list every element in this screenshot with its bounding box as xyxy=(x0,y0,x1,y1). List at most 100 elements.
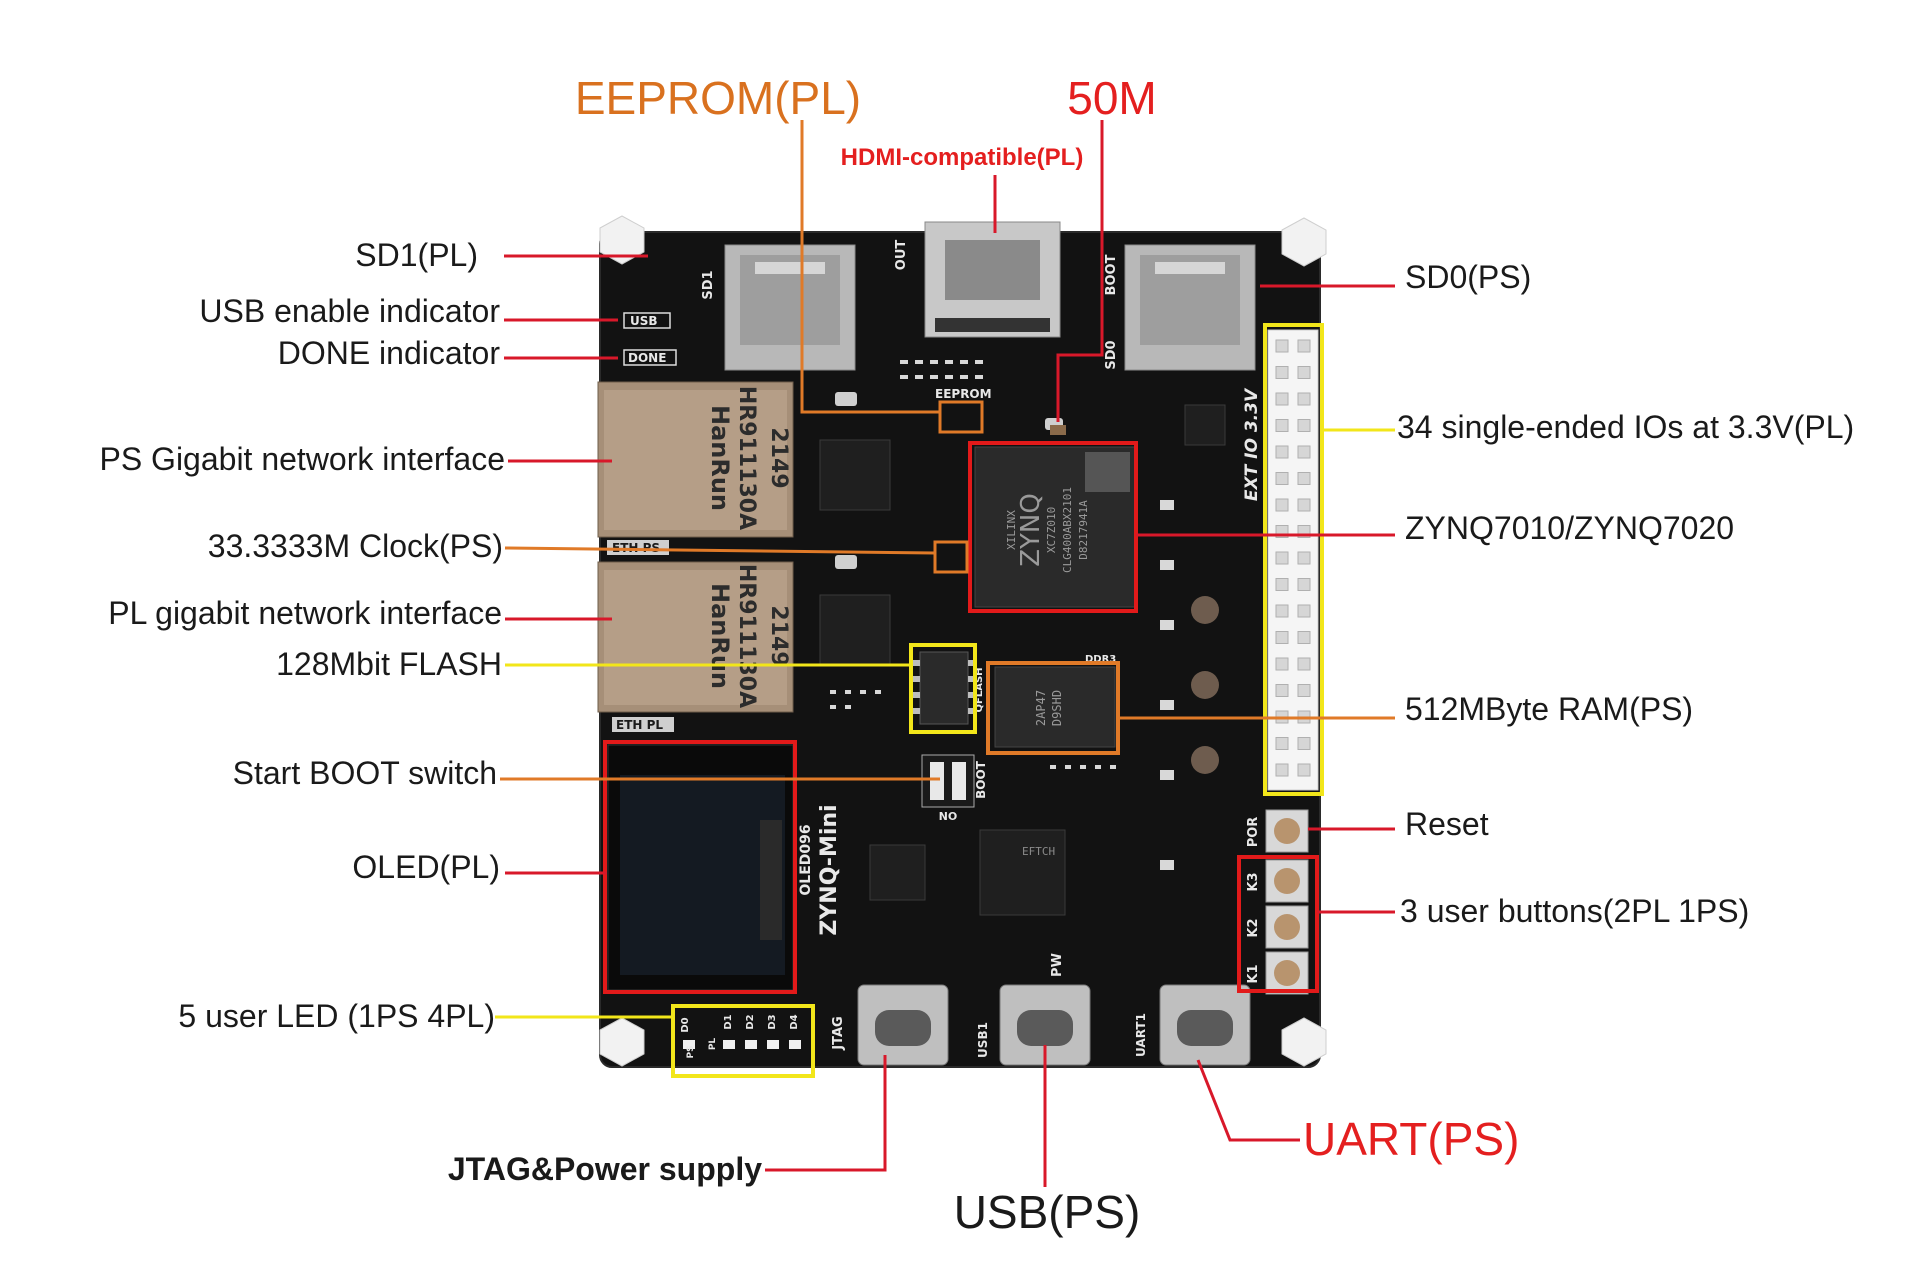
header-pin xyxy=(1297,737,1311,750)
silk-k1: K1 xyxy=(1246,964,1261,983)
usb-chip-text: EFTCH xyxy=(1022,845,1055,858)
silk-sd1: SD1 xyxy=(701,270,716,299)
sd0-slot xyxy=(1124,244,1256,371)
header-pin xyxy=(1297,657,1311,671)
header-pin xyxy=(1297,392,1311,406)
sd1-slot xyxy=(724,244,856,371)
ddr-line1: 2AP47 xyxy=(1034,690,1048,726)
header-pins xyxy=(1275,339,1311,777)
label-boot-switch: Start BOOT switch xyxy=(233,755,497,791)
header-pin xyxy=(1275,445,1289,459)
boot-switch xyxy=(921,754,975,808)
reset-button xyxy=(1265,809,1309,853)
zynq-line1: CLG400ABX2101 xyxy=(1061,487,1074,573)
silk-qflash: QFLASH xyxy=(974,667,985,712)
ext-io-highlight xyxy=(1263,323,1324,796)
silk-board-name: ZYNQ-Mini xyxy=(817,804,842,935)
user-buttons xyxy=(1265,859,1309,995)
oled-display xyxy=(607,744,794,991)
zynq-brand: XILINX xyxy=(1005,510,1018,550)
inductors xyxy=(1191,596,1219,774)
label-ps-eth: PS Gigabit network interface xyxy=(99,441,505,477)
silk-done: DONE xyxy=(628,351,666,365)
rj45-ps xyxy=(597,381,794,538)
header-pin xyxy=(1297,419,1311,432)
header-pin xyxy=(1275,604,1289,618)
header-pin xyxy=(1297,366,1311,379)
header-pin xyxy=(1275,419,1289,432)
label-reset: Reset xyxy=(1405,806,1489,842)
clock-highlight xyxy=(933,540,969,574)
silk-sd0: SD0 xyxy=(1104,340,1119,369)
hdmi-connector xyxy=(924,221,1061,338)
header-pin xyxy=(1297,763,1311,777)
label-oled: OLED(PL) xyxy=(352,849,500,885)
crystals xyxy=(835,392,1066,569)
usbc-uart-port xyxy=(1159,984,1251,1066)
callout-labels: EEPROM(PL) 50M HDMI-compatible(PL) SD1(P… xyxy=(99,72,1854,1238)
label-leds: 5 user LED (1PS 4PL) xyxy=(178,998,495,1034)
silk-oled096: OLED096 xyxy=(798,824,814,895)
header-pin xyxy=(1275,684,1289,697)
header-pin xyxy=(1275,339,1289,353)
rj45-pl-brand: HanRun xyxy=(706,583,734,689)
label-ram: 512MByte RAM(PS) xyxy=(1405,691,1693,727)
highlight-boxes xyxy=(603,323,1324,1078)
silk-ext-io: EXT IO 3.3V xyxy=(1242,387,1262,501)
silk-usb1: USB1 xyxy=(976,1022,990,1058)
label-pl-eth: PL gigabit network interface xyxy=(108,595,502,631)
header-pin xyxy=(1297,684,1311,697)
leader-lines xyxy=(495,120,1395,1187)
silk-d4: D4 xyxy=(789,1014,800,1029)
leds-highlight xyxy=(671,1004,815,1078)
label-usb-enable: USB enable indicator xyxy=(199,293,500,329)
silk-por: POR xyxy=(1246,817,1261,848)
label-sd0: SD0(PS) xyxy=(1405,259,1531,295)
header-pin xyxy=(1297,339,1311,353)
header-pin xyxy=(1297,631,1311,644)
rj45-pl-model: HR911130A xyxy=(734,564,759,708)
header-pin xyxy=(1297,498,1311,512)
label-sd1: SD1(PL) xyxy=(355,237,478,273)
silk-jtag: JTAG xyxy=(831,1016,846,1050)
silk-out: OUT xyxy=(894,240,909,271)
rj45-ps-model: HR911130A xyxy=(734,386,759,530)
header-pin xyxy=(1275,392,1289,406)
label-50m: 50M xyxy=(1067,72,1156,124)
standoffs xyxy=(599,215,1327,1067)
silk-eth-ps: ETH PS xyxy=(612,541,660,555)
label-hdmi: HDMI-compatible(PL) xyxy=(841,144,1084,171)
silk-d3: D3 xyxy=(767,1014,778,1029)
label-flash: 128Mbit FLASH xyxy=(276,646,502,682)
silk-boot-sw: BOOT xyxy=(974,760,988,799)
usbc-jtag-port xyxy=(857,984,949,1066)
silk-on: ON xyxy=(939,809,958,822)
header-pin xyxy=(1275,498,1289,512)
label-done: DONE indicator xyxy=(278,335,501,371)
silk-d2: D2 xyxy=(745,1014,756,1029)
usbc-usb-port xyxy=(999,984,1091,1066)
silk-eeprom: EEPROM xyxy=(935,387,992,401)
label-buttons: 3 user buttons(2PL 1PS) xyxy=(1400,893,1749,929)
passives xyxy=(830,360,1174,870)
header-pin xyxy=(1275,366,1289,379)
zynq-logo: ZYNQ xyxy=(1016,493,1046,567)
silk-uart1: UART1 xyxy=(1134,1013,1148,1057)
silk-k3: K3 xyxy=(1246,872,1261,891)
header-pin xyxy=(1297,472,1311,485)
silk-k2: K2 xyxy=(1246,918,1261,937)
label-usb: USB(PS) xyxy=(954,1186,1141,1238)
silk-usb: USB xyxy=(630,314,658,328)
ram-highlight xyxy=(986,661,1120,755)
rj45-pl xyxy=(597,561,794,713)
buttons-highlight xyxy=(1237,855,1319,993)
zynq-chip xyxy=(974,446,1136,608)
header-pin xyxy=(1297,445,1311,459)
user-leds xyxy=(683,1040,801,1049)
phy-chips xyxy=(819,404,1226,916)
label-ext-io: 34 single-ended IOs at 3.3V(PL) xyxy=(1397,409,1854,445)
rj45-ps-year: 2149 xyxy=(766,427,791,488)
silk-ddr3: DDR3 xyxy=(1085,654,1116,665)
silk-pw: PW xyxy=(1050,953,1065,977)
